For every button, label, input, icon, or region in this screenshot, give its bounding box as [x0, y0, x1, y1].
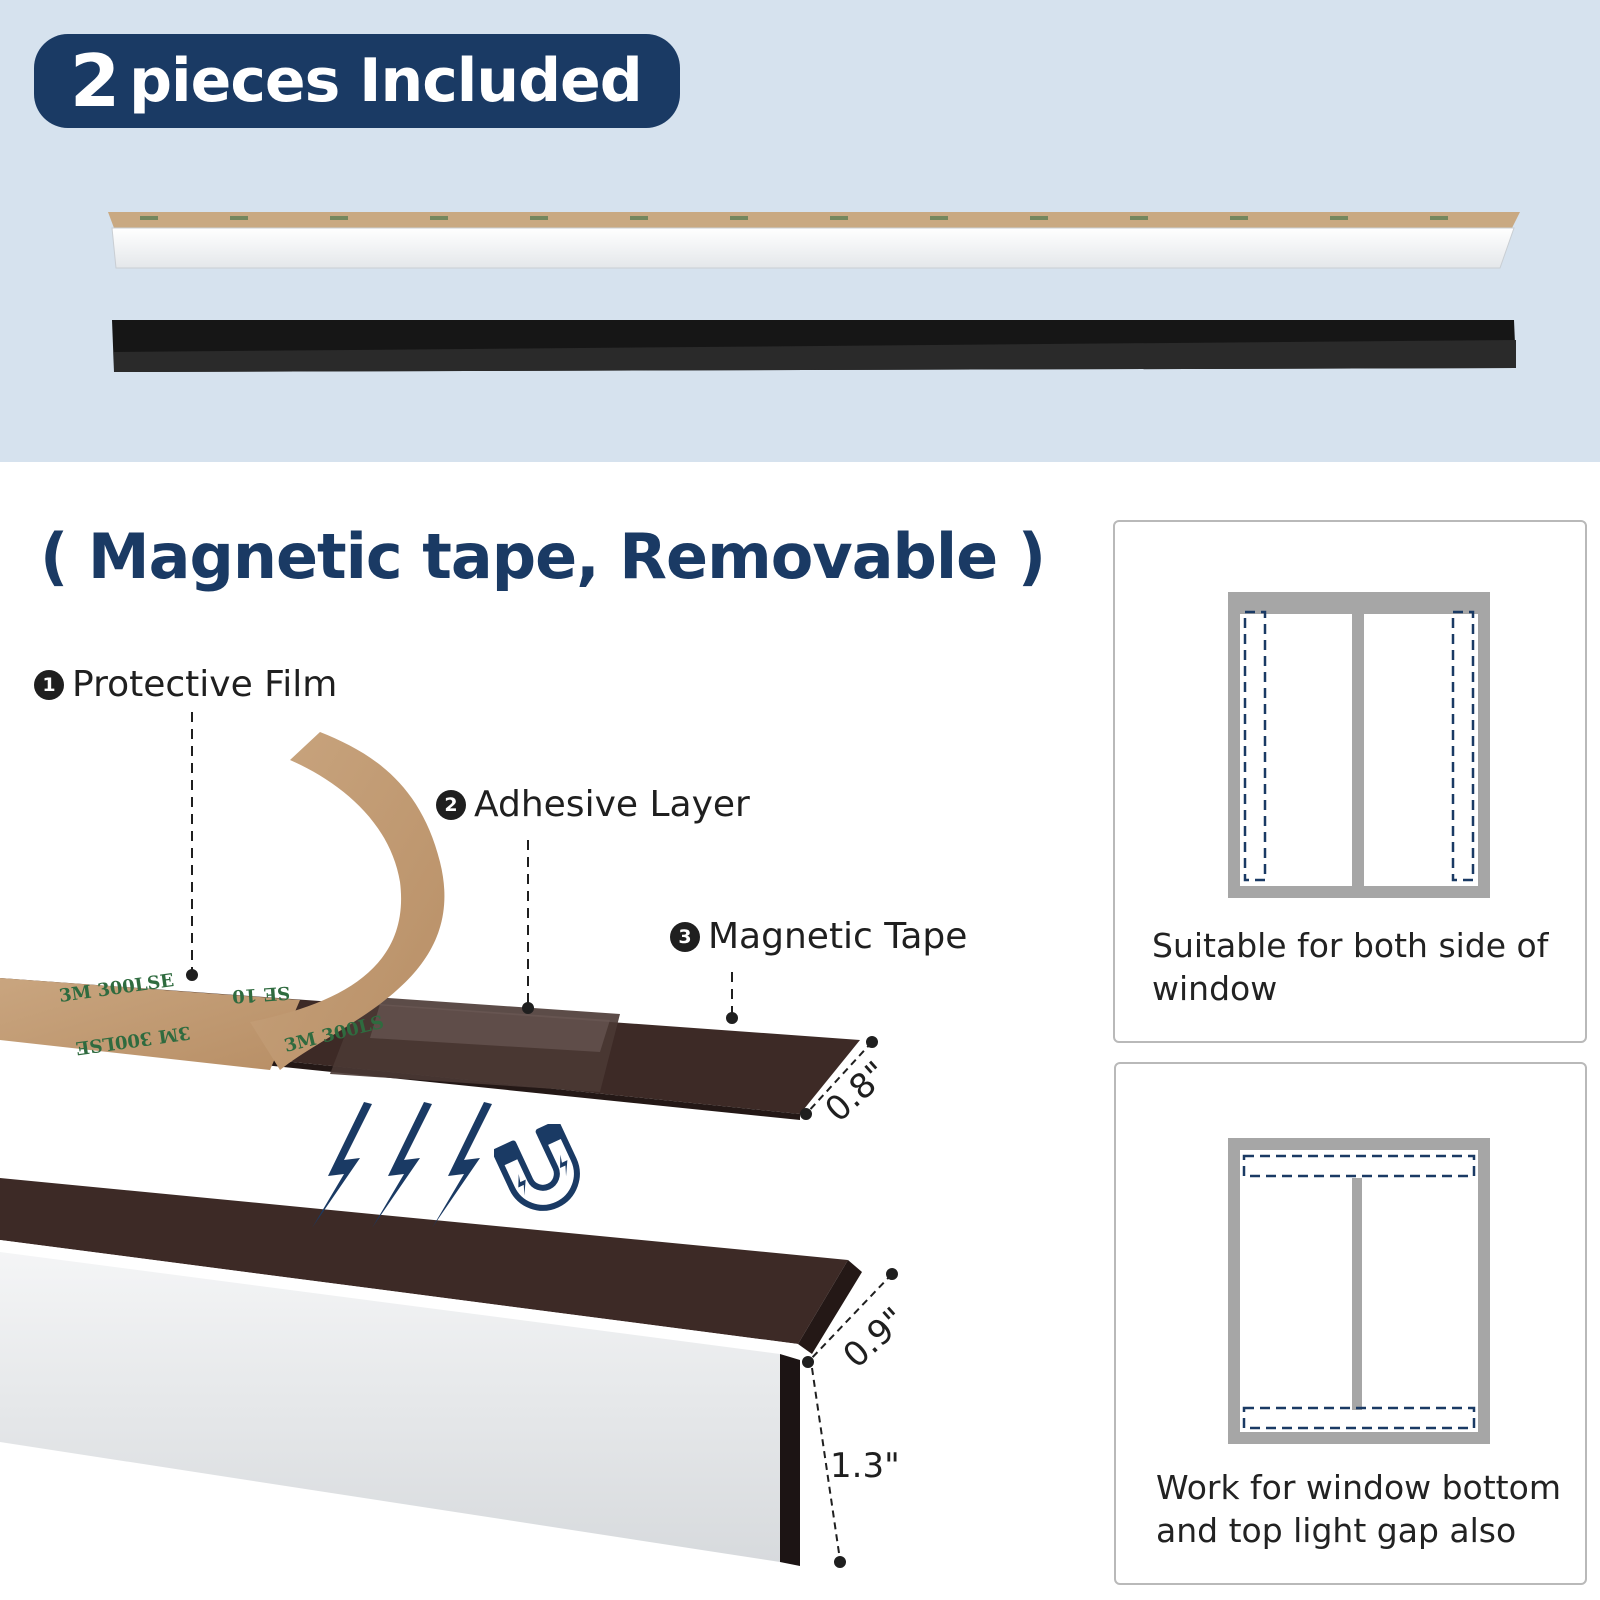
- card-text-line: Suitable for both side of: [1152, 926, 1549, 965]
- pieces-included-banner: 2 pieces Included: [34, 34, 680, 128]
- lightning-icon: [312, 1102, 492, 1228]
- callout-magnetic-tape: 3 Magnetic Tape: [670, 916, 967, 957]
- badge-3: 3: [670, 921, 700, 952]
- card-text-line: and top light gap also: [1156, 1511, 1517, 1550]
- badge-1: 1: [34, 669, 64, 700]
- callout-label: Magnetic Tape: [708, 916, 968, 957]
- magnet-icon: [494, 1124, 580, 1211]
- window-diagram-bottom-top: [1228, 1138, 1490, 1444]
- card-both-sides-text: Suitable for both side of window: [1152, 924, 1548, 1010]
- callout-label: Protective Film: [72, 664, 338, 705]
- callout-adhesive-layer: 2 Adhesive Layer: [436, 784, 750, 825]
- card-text-line: Work for window bottom: [1156, 1468, 1561, 1507]
- pieces-label: pieces Included: [129, 46, 643, 116]
- callout-protective-film: 1 Protective Film: [34, 664, 337, 705]
- callout-label: Adhesive Layer: [474, 784, 750, 825]
- badge-2: 2: [436, 789, 466, 820]
- layer-illustration: 3M 300LSE 3M 300LSE 3M 300LS SE 10: [0, 712, 898, 1568]
- card-bottom-top-text: Work for window bottom and top light gap…: [1156, 1466, 1561, 1552]
- strip-black: [112, 320, 1516, 372]
- window-diagram-sides: [1228, 592, 1490, 898]
- card-text-line: window: [1152, 969, 1278, 1008]
- svg-text:SE 10: SE 10: [231, 982, 290, 1007]
- pieces-count: 2: [70, 39, 120, 123]
- strip-white-with-liner: [108, 212, 1520, 269]
- dimension-strip-height: 1.3": [830, 1446, 900, 1486]
- magnetic-tape-headline: ( Magnetic tape, Removable ): [40, 520, 1046, 593]
